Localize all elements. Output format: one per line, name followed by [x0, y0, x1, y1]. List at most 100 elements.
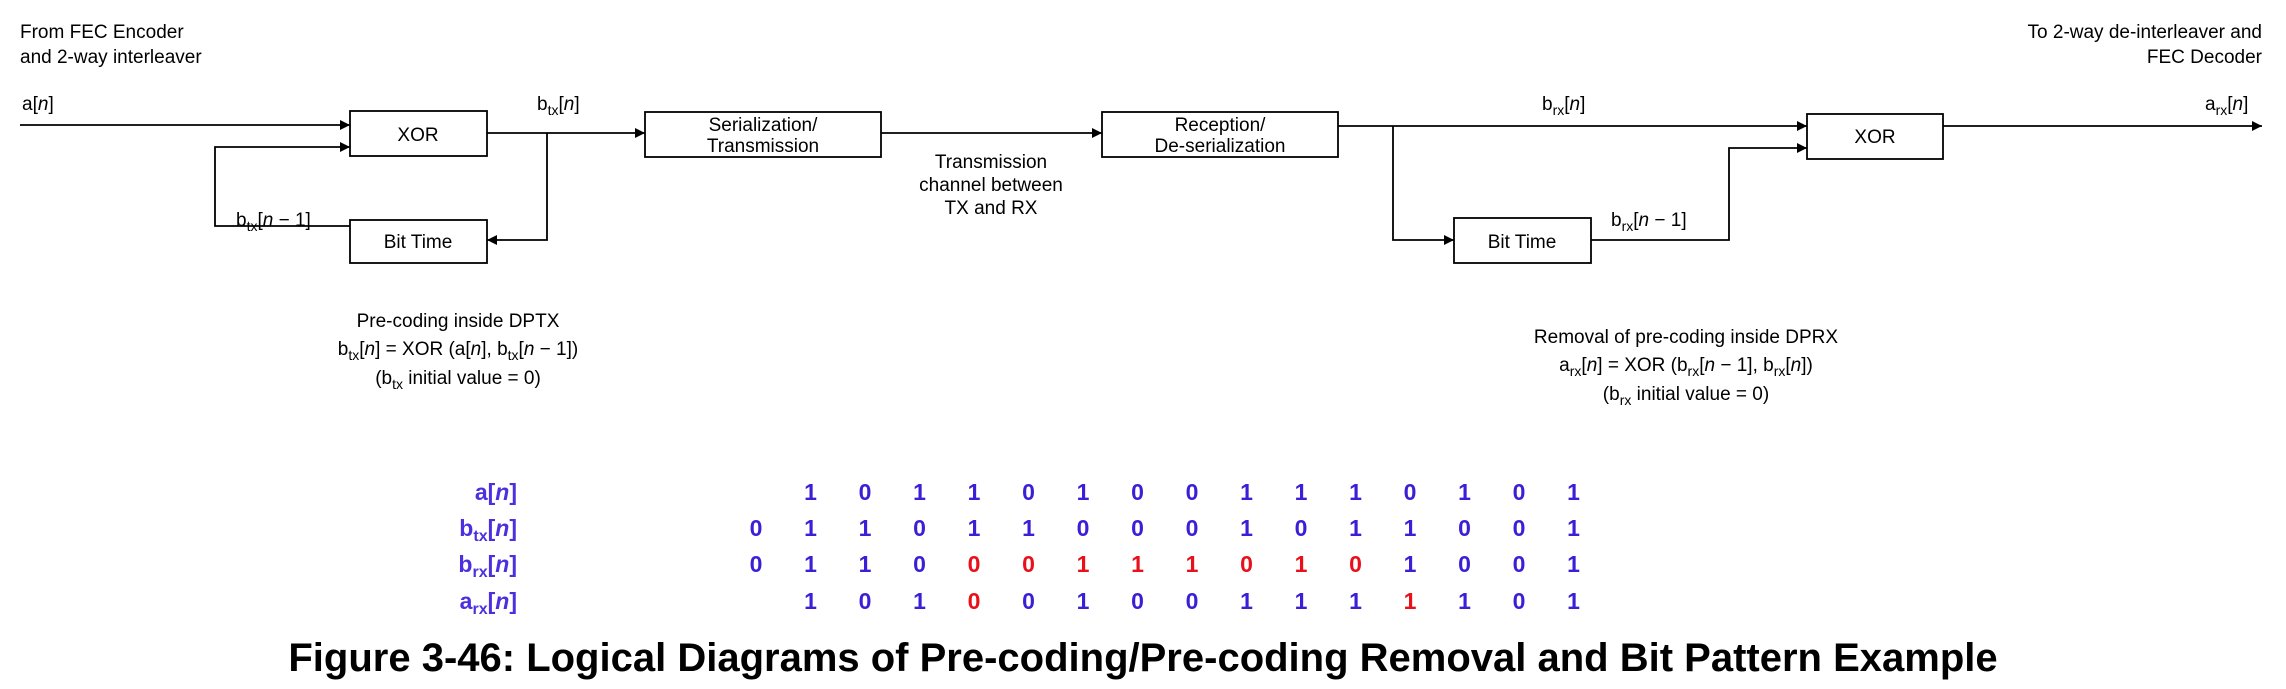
bittime-tx-box [349, 219, 488, 264]
btx-feedback-wire [487, 133, 548, 245]
bittime-tx-label: Bit Time [384, 232, 453, 253]
bit-cell: 1 [1240, 515, 1253, 541]
bit-cell: 0 [1186, 588, 1199, 614]
source-label-line1: From FEC Encoder [20, 22, 184, 43]
bit-cell: 0 [1131, 479, 1144, 505]
bit-cell: 0 [1513, 479, 1526, 505]
rx-note-line3: (brx initial value = 0) [1603, 384, 1769, 408]
row-label-arx: arx[n] [460, 588, 517, 618]
xor-rx-box [1806, 113, 1944, 160]
sink-label-line2: FEC Decoder [2147, 47, 2263, 68]
rx-note-line1: Removal of pre-coding inside DPRX [1534, 327, 1838, 348]
bit-cell: 0 [859, 479, 872, 505]
bit-cell: 1 [859, 551, 872, 577]
serialization-box [644, 111, 882, 158]
bit-cell: 1 [913, 479, 926, 505]
bit-cell: 1 [804, 479, 817, 505]
bit-cell: 0 [1458, 515, 1471, 541]
bit-pattern-table: 1 0 1 1 0 1 0 0 1 1 1 0 1 0 1 0 1 1 0 1 1 0 0 0 1 0 1 1 0 0 1 0 1 1 0 0 0 1 1 1… [750, 479, 1581, 614]
bit-cell: 0 [1513, 515, 1526, 541]
bit-cell: 1 [1458, 588, 1471, 614]
bit-cell: 0 [1295, 515, 1308, 541]
channel-label-line3: TX and RX [945, 198, 1038, 219]
btx-n-minus-1-label: btx[n − 1] [236, 210, 311, 234]
bit-cell: 1 [1567, 588, 1580, 614]
brx-to-bittime-wire [1392, 126, 1454, 245]
bit-cell: 0 [750, 551, 763, 577]
bit-cell: 1 [968, 479, 981, 505]
bit-cell: 1 [804, 588, 817, 614]
bit-cell: 1 [1022, 515, 1035, 541]
bit-cell: 1 [1077, 588, 1090, 614]
bit-cell: 0 [1513, 588, 1526, 614]
bit-cell: 1 [1295, 479, 1308, 505]
rx-note-line2: arx[n] = XOR (brx[n − 1], brx[n]) [1559, 355, 1813, 379]
bit-cell: 1 [1404, 551, 1417, 577]
xor-rx-label: XOR [1854, 127, 1895, 148]
bit-cell: 1 [1077, 551, 1090, 577]
bit-cell: 1 [804, 551, 817, 577]
brx-delayed-wire [1591, 143, 1807, 241]
bit-cell: 1 [1077, 479, 1090, 505]
a-n-label: a[n] [22, 94, 54, 115]
bit-cell: 1 [1240, 479, 1253, 505]
bit-cell: 1 [1567, 479, 1580, 505]
channel-label-line1: Transmission [935, 152, 1047, 173]
bit-cell: 0 [1458, 551, 1471, 577]
bit-cell: 0 [1240, 551, 1253, 577]
bit-cell: 1 [1295, 588, 1308, 614]
bittime-rx-label: Bit Time [1488, 232, 1557, 253]
bit-cell: 1 [804, 515, 817, 541]
bit-cell: 1 [859, 515, 872, 541]
serialization-label-line1: Serialization/ [709, 115, 818, 136]
bit-cell: 1 [913, 588, 926, 614]
tx-note-line2: btx[n] = XOR (a[n], btx[n − 1]) [338, 339, 578, 363]
bit-cell: 1 [1186, 551, 1199, 577]
reception-label-line2: De-serialization [1155, 136, 1286, 157]
bit-cell: 0 [1077, 515, 1090, 541]
bit-cell: 0 [1404, 479, 1417, 505]
bit-cell: 0 [1131, 515, 1144, 541]
bit-cell: 0 [1131, 588, 1144, 614]
bit-cell: 1 [1349, 588, 1362, 614]
sink-label-line1: To 2-way de-interleaver and [2028, 22, 2262, 43]
bit-cell: 0 [1186, 515, 1199, 541]
bit-cell: 1 [1567, 515, 1580, 541]
bit-cell: 1 [1404, 515, 1417, 541]
bit-cell: 1 [1458, 479, 1471, 505]
bit-cell: 1 [1567, 551, 1580, 577]
bit-cell: 1 [1349, 479, 1362, 505]
source-label-line2: and 2-way interleaver [20, 47, 202, 68]
row-label-a: a[n] [475, 479, 517, 505]
figure-caption: Figure 3-46: Logical Diagrams of Pre-cod… [288, 636, 1997, 680]
bit-cell: 1 [1404, 588, 1417, 614]
tx-note-line1: Pre-coding inside DPTX [357, 311, 560, 332]
brx-n-minus-1-label: brx[n − 1] [1611, 210, 1687, 234]
bit-cell: 0 [968, 551, 981, 577]
bit-cell: 0 [750, 515, 763, 541]
bit-cell: 0 [859, 588, 872, 614]
row-label-btx: btx[n] [459, 515, 517, 545]
bittime-rx-box [1453, 217, 1592, 264]
bit-cell: 1 [1295, 551, 1308, 577]
bit-cell: 0 [1513, 551, 1526, 577]
bit-cell: 0 [913, 515, 926, 541]
bit-cell: 1 [1240, 588, 1253, 614]
tx-note-line3: (btx initial value = 0) [375, 368, 541, 392]
bit-cell: 0 [1022, 551, 1035, 577]
bit-cell: 1 [1349, 515, 1362, 541]
bit-cell: 0 [1022, 588, 1035, 614]
reception-box [1101, 111, 1339, 158]
channel-label-line2: channel between [919, 175, 1063, 196]
btx-n-label: btx[n] [537, 94, 580, 118]
row-label-brx: brx[n] [458, 551, 517, 581]
bit-cell: 0 [968, 588, 981, 614]
bit-cell: 0 [1186, 479, 1199, 505]
xor-tx-label: XOR [397, 125, 438, 146]
arx-n-label: arx[n] [2205, 94, 2248, 118]
bit-cell: 0 [913, 551, 926, 577]
bit-cell: 1 [1131, 551, 1144, 577]
reception-label-line1: Reception/ [1175, 115, 1267, 136]
